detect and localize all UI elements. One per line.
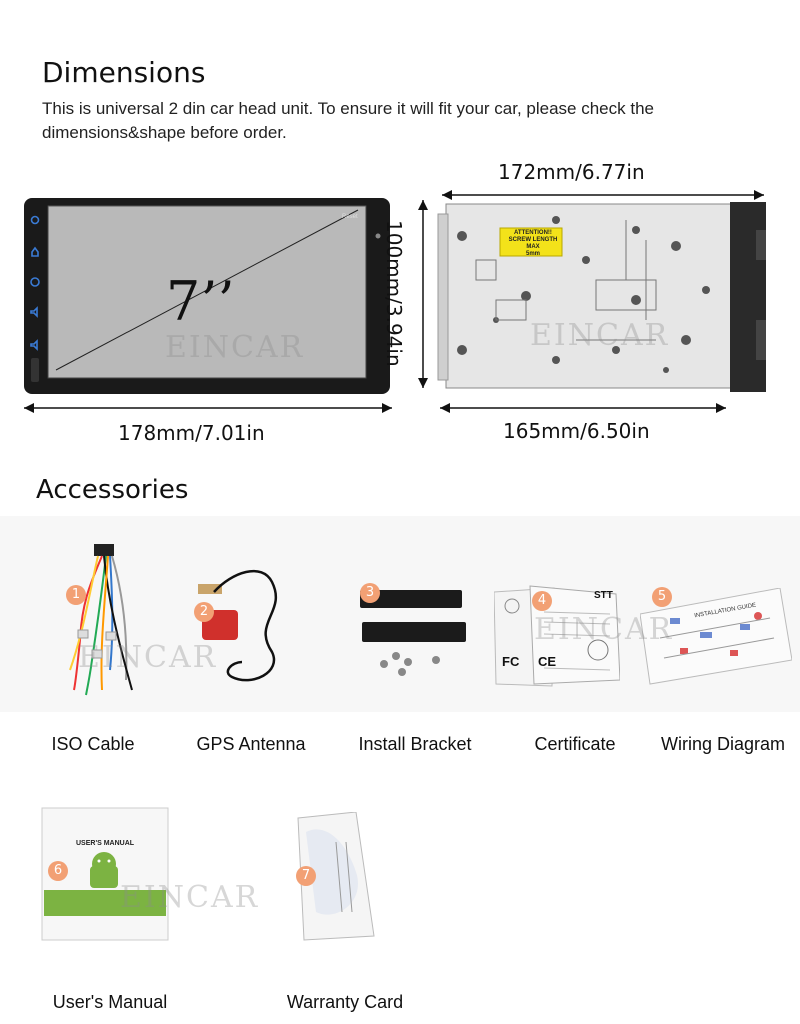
caption-certificate: Certificate [534,734,616,754]
head-unit-front-image [22,196,392,396]
badge-1: 1 [66,585,86,605]
bracket-icon [356,580,468,690]
front-width-arrow [20,400,396,416]
certificate-icon [493,584,621,688]
chassis-bottom-label: 165mm/6.50in [503,419,650,443]
watermark-text: EINCAR [165,330,305,365]
height-label: 100mm/3.94in [382,220,406,367]
badge-2: 2 [194,602,214,622]
cert-ce-mark: CE [538,654,557,669]
front-width-label: 178mm/7.01in [118,421,265,445]
chassis-top-label: 172mm/6.77in [498,160,645,184]
watermark-text-5: EINCAR [120,880,260,915]
sticker-line2: 5mm [525,251,540,257]
accessories-title: Accessories [36,475,189,505]
warranty-card-icon [296,811,376,942]
watermark-text-3: EINCAR [78,640,218,675]
watermark-text-2: EINCAR [530,318,670,353]
badge-5: 5 [652,587,672,607]
attention-sticker: ATTENTION!! SCREW LENGTH MAX 5mm [504,230,562,258]
watermark-text-4: EINCAR [534,612,674,647]
caption-iso-cable: ISO Cable [51,734,135,754]
manual-cover-title: USER'S MANUAL [76,840,135,847]
iso-cable-icon [62,540,144,700]
caption-wiring-diagram: Wiring Diagram [660,734,786,754]
caption-warranty-card: Warranty Card [286,992,404,1012]
screen-size-label: 7’’ [166,270,235,333]
chassis-bottom-arrow [436,400,730,416]
dimensions-title: Dimensions [42,56,206,89]
sticker-line1: SCREW LENGTH MAX [508,237,558,250]
dimensions-description: This is universal 2 din car head unit. T… [42,99,654,142]
cert-fc-mark: FC [502,654,520,669]
height-arrow [416,196,430,392]
badge-4: 4 [532,591,552,611]
chassis-top-arrow [438,187,768,203]
badge-6: 6 [48,861,68,881]
caption-users-manual: User's Manual [52,992,168,1012]
badge-7: 7 [296,866,316,886]
head-unit-chassis-image [436,200,770,396]
wiring-diagram-icon [639,587,793,686]
sticker-title: ATTENTION!! [514,230,552,236]
caption-install-bracket: Install Bracket [358,734,472,754]
badge-3: 3 [360,583,380,603]
cert-stt-mark: STT [594,590,613,601]
caption-gps-antenna: GPS Antenna [196,734,306,754]
reset-label: Reset [342,214,358,220]
